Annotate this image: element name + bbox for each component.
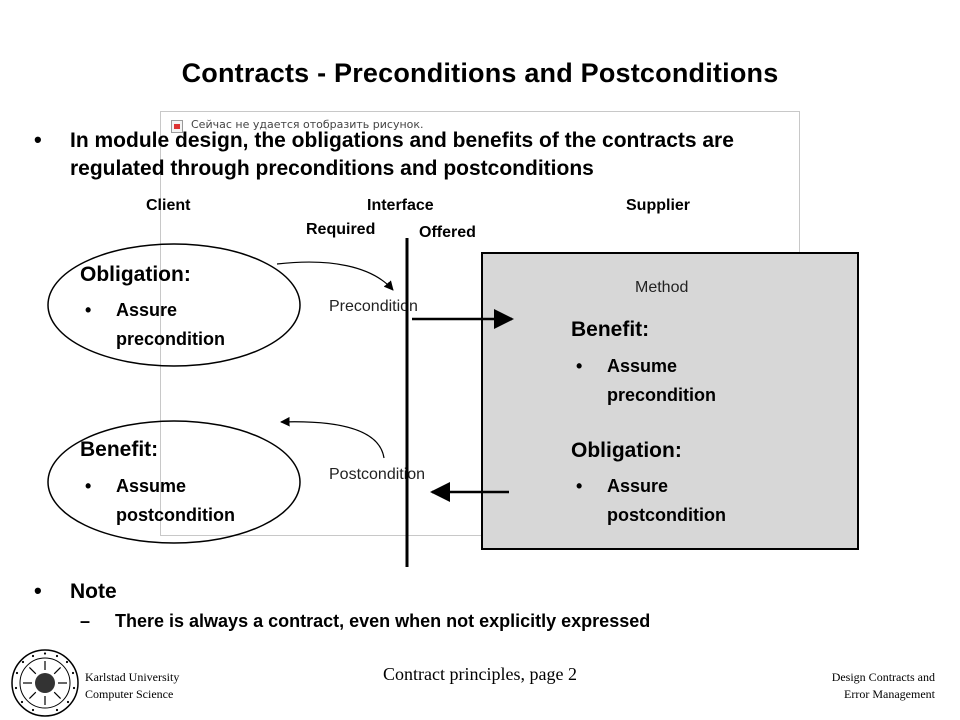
supplier-benefit-bullet: •	[576, 356, 583, 376]
client-benefit-bullet: •	[85, 476, 92, 496]
supplier-benefit-item-line1: Assume	[607, 356, 678, 376]
broken-image-text: Сейчас не удается отобразить рисунок.	[191, 118, 424, 131]
footer-left-line1: Karlstad University	[85, 670, 180, 684]
supplier-benefit-heading: Benefit:	[571, 318, 650, 341]
supplier-obligation-item-line2: postcondition	[607, 505, 726, 525]
bullet-text-line1: In module design, the obligations and be…	[70, 129, 734, 152]
karlstad-university-seal-logo	[11, 649, 79, 717]
interface-side-required: Required	[306, 221, 376, 238]
slide-title: Contracts - Preconditions and Postcondit…	[181, 58, 779, 88]
note-subtext: There is always a contract, even when no…	[115, 611, 651, 631]
note-bullet-glyph: •	[34, 578, 42, 603]
footer-right-line1: Design Contracts and	[831, 670, 935, 684]
footer-center: Contract principles, page 2	[383, 664, 577, 684]
bullet-glyph: •	[34, 127, 42, 152]
method-label: Method	[635, 279, 689, 296]
interface-side-offered: Offered	[419, 224, 476, 241]
note-dash: –	[80, 611, 91, 631]
supplier-obligation-heading: Obligation:	[571, 439, 682, 462]
column-label-supplier: Supplier	[626, 197, 691, 214]
curved-arrow-precondition	[276, 261, 394, 291]
client-obligation-item-line1: Assure	[116, 300, 178, 320]
footer-right-line2: Error Management	[844, 687, 935, 701]
client-benefit-item-line2: postcondition	[116, 505, 235, 525]
precondition-label: Precondition	[329, 298, 418, 315]
client-benefit-heading: Benefit:	[80, 438, 159, 461]
client-obligation-ellipse	[47, 243, 301, 367]
curved-arrow-postcondition	[280, 416, 385, 459]
client-obligation-heading: Obligation:	[80, 263, 191, 286]
note-heading: Note	[70, 580, 117, 603]
supplier-benefit-item-line2: precondition	[607, 385, 716, 405]
supplier-method-box	[481, 252, 859, 550]
footer-right: Design Contracts and Error Management	[760, 669, 935, 703]
footer-left: Karlstad University Computer Science	[85, 669, 179, 703]
supplier-obligation-bullet: •	[576, 476, 583, 496]
client-obligation-item-line2: precondition	[116, 329, 225, 349]
client-obligation-bullet: •	[85, 300, 92, 320]
footer-left-line2: Computer Science	[85, 687, 174, 701]
postcondition-label: Postcondition	[329, 466, 426, 483]
column-label-client: Client	[146, 197, 191, 214]
column-label-interface: Interface	[367, 197, 434, 214]
bullet-text-line2: regulated through preconditions and post…	[70, 157, 594, 180]
supplier-obligation-item-line1: Assure	[607, 476, 669, 496]
broken-image-icon	[171, 120, 183, 133]
client-benefit-ellipse	[47, 420, 301, 544]
client-benefit-item-line1: Assume	[116, 476, 187, 496]
